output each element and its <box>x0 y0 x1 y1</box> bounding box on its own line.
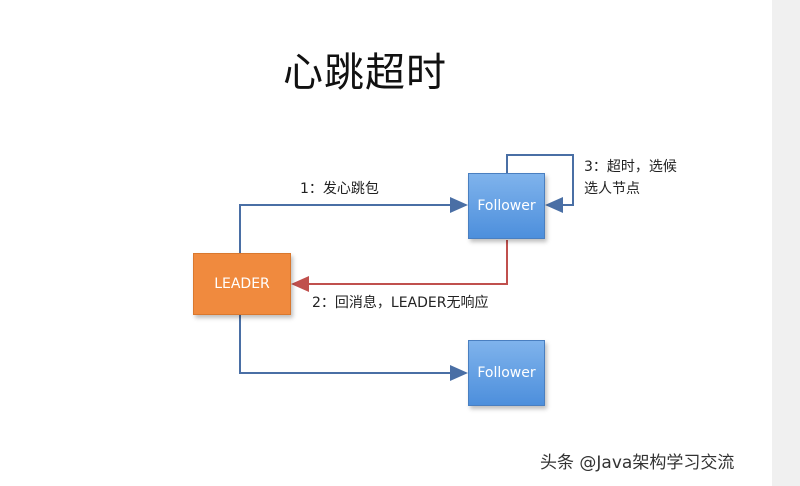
side-strip <box>772 0 800 486</box>
edge-leader-follower-bottom <box>239 315 468 381</box>
leader-node: LEADER <box>193 253 291 315</box>
heartbeat-label: 1：发心跳包 <box>300 181 379 197</box>
edge-timeout-loop <box>506 154 574 213</box>
edge-no-response <box>291 240 508 292</box>
diagram-title: 心跳超时 <box>283 50 447 96</box>
edge-heartbeat <box>239 197 468 253</box>
no-response-label: 2：回消息，LEADER无响应 <box>312 295 489 311</box>
follower-node-bottom: Follower <box>468 340 545 406</box>
timeout-label: 3：超时，选候选人节点 <box>584 159 677 197</box>
watermark: 头条 @Java架构学习交流 <box>540 453 735 473</box>
follower-node-top: Follower <box>468 173 545 239</box>
